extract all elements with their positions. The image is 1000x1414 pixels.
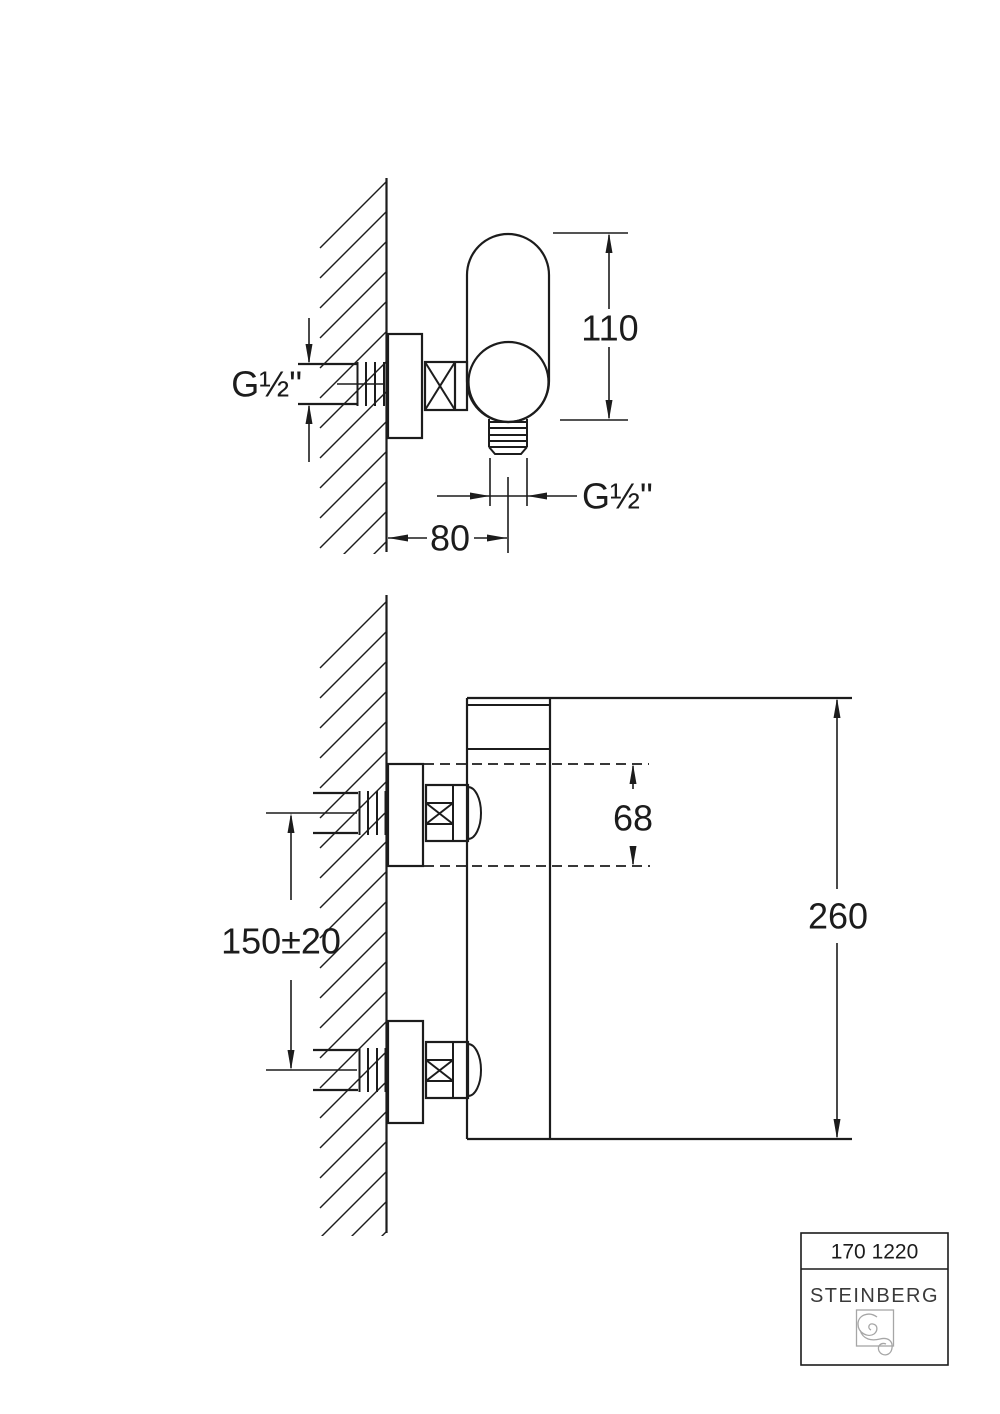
dimension-110: 110 <box>553 232 639 421</box>
upper-connection <box>266 762 482 868</box>
dimension-260: 260 <box>808 698 868 1139</box>
title-block-border <box>800 1232 949 1366</box>
front-view: 68 260 150±20 <box>221 595 868 1236</box>
dim-150-20-label: 150±20 <box>221 921 341 962</box>
dim-68-label: 68 <box>613 798 653 839</box>
wall-hatching <box>319 601 387 1236</box>
upper-nut-bump <box>467 786 482 840</box>
dimension-80: 80 <box>388 477 509 559</box>
dim-80-label: 80 <box>430 518 470 559</box>
title-block: 170 1220 STEINBERG <box>800 1232 949 1366</box>
upper-flange <box>386 762 425 868</box>
inlet-pipe <box>298 362 385 406</box>
dimension-outlet-thread: G½" <box>437 458 653 517</box>
dim-inlet-thread-label: G½" <box>231 364 302 405</box>
article-number: 170 1220 <box>831 1241 919 1264</box>
lower-connection <box>266 1019 482 1125</box>
lower-nut-bump <box>467 1043 482 1097</box>
steinberg-logo-icon <box>855 1309 895 1356</box>
wall-hatching <box>319 181 387 554</box>
dim-260-label: 260 <box>808 896 868 937</box>
handle-knob <box>467 340 550 424</box>
dimension-inlet-thread: G½" <box>231 318 313 462</box>
valve-cartridge <box>423 360 469 412</box>
wall-flange <box>386 332 424 440</box>
mixer-body-capsule <box>465 232 551 424</box>
outlet-connector <box>488 419 528 455</box>
brand-name: STEINBERG <box>810 1285 939 1307</box>
dim-110-label: 110 <box>581 308 638 349</box>
lower-flange <box>386 1019 425 1125</box>
dimension-68: 68 <box>613 764 653 866</box>
dim-outlet-thread-label: G½" <box>582 476 653 517</box>
side-view: 110 G½" G½" 80 <box>231 178 653 559</box>
dimension-150-20: 150±20 <box>221 813 341 1070</box>
